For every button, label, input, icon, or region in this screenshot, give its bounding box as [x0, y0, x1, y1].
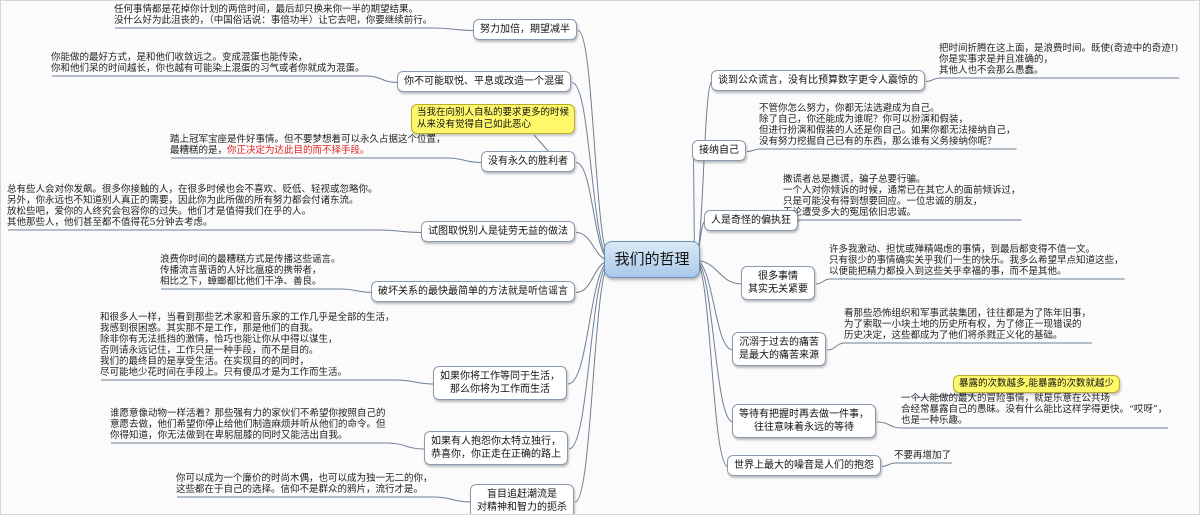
- topic-please-others[interactable]: 试图取悦别人是徒劳无益的做法: [421, 221, 575, 242]
- note-jerk: 你能做的最好方式，是和他们收敛远之。变成混蛋也能传染， 你和他们呆的时间越长，你…: [51, 52, 365, 74]
- exposure-callout[interactable]: 暴露的次数越多,能暴露的次数就越少: [953, 375, 1121, 393]
- note-no-winner-prefix: 最糟糕的是，: [170, 145, 228, 156]
- topic-trends[interactable]: 盲目追赶潮流是 对精神和智力的扼杀: [470, 484, 574, 514]
- note-link-note-waiting: [876, 421, 1169, 429]
- note-link-note-budget: [925, 77, 1180, 82]
- topic-complaints[interactable]: 世界上最大的噪音是人们的抱怨: [727, 455, 881, 476]
- note-trends: 你可以成为一个廉价的时尚木偶，也可以成为独一无二的你， 这些都在于自己的选择。信…: [176, 473, 433, 495]
- connector-topic-unimportant: [694, 260, 743, 285]
- connector-topic-trends: [574, 260, 612, 503]
- note-link-note-paranoid: [783, 219, 1022, 222]
- connector-topic-effort: [577, 30, 612, 261]
- connector-topic-complaints: [694, 260, 729, 467]
- note-link-note-accept-self: [746, 148, 1017, 152]
- note-link-note-please-others: [8, 229, 423, 233]
- note-link-note-maverick: [111, 442, 426, 450]
- topic-paranoid[interactable]: 人是奇怪的偏执狂: [704, 210, 798, 231]
- topic-no-winner[interactable]: 没有永久的胜利者: [481, 151, 575, 172]
- topic-maverick[interactable]: 如果有人抱怨你太特立独行， 恭喜你，你正走在正确的路上: [424, 431, 568, 465]
- topic-rumors[interactable]: 破坏关系的最快最简单的方法就是听信谣言: [371, 281, 575, 302]
- topic-waiting[interactable]: 等待有把握时再去做一件事， 往往意味着永远的等待: [732, 404, 876, 438]
- connector-topic-waiting: [694, 260, 734, 423]
- note-accept-self: 不管你怎么努力，你都无法选避成为自己。 除了自己，你还能成为谁呢？你可以扮演和假…: [759, 103, 1016, 147]
- note-unimportant: 许多我激动、担忧或殚精竭虑的事情，到最后都变得不值一文。 只有很少的事情确实关乎…: [829, 244, 1124, 277]
- note-paranoid: 撒谎者总是撒谎，骗子总要行骗。 一个人对你倾诉的时候，通常已在其它人的面前倾诉过…: [783, 174, 1021, 218]
- note-link-note-effort: [115, 27, 475, 31]
- connector-topic-work-life: [567, 260, 612, 385]
- note-waiting: 一个人能做的最大的冒险事情，就是乐意在公共场 合经常暴露自己的愚昧。没有什么能比…: [901, 393, 1168, 426]
- note-rumors: 浪费你时间的最糟糕方式是传播这些谣言。 传播流言蜚语的人好比瘟疫的携带者， 相比…: [160, 254, 341, 287]
- central-topic[interactable]: 我们的哲理: [604, 241, 700, 278]
- note-link-note-unimportant: [815, 278, 1125, 285]
- note-link-note-complaints: [881, 462, 953, 467]
- note-no-winner-line1: 踏上冠军宝座是件好事情。但不要梦想着可以永久占据这个位置，: [170, 134, 446, 145]
- note-budget: 把时间折腾在这上面，是浪费时间。既使(奇迹中的奇迹!) 你是实事求是并且准确的，…: [939, 43, 1179, 76]
- note-link-note-no-winner: [171, 157, 483, 163]
- note-link-note-rumors: [161, 288, 373, 293]
- topic-past-pain[interactable]: 沉溺于过去的痛苦 是最大的痛苦来源: [732, 332, 826, 366]
- note-no-winner: 踏上冠军宝座是件好事情。但不要梦想着可以永久占据这个位置， 最糟糕的是，你正决定…: [170, 134, 446, 156]
- note-past-pain: 看那些恐怖组织和军事武装集团，往往都是为了陈年旧事， 为了索取一小块土地的历史所…: [844, 308, 1092, 341]
- topic-accept-self[interactable]: 接纳自己: [692, 140, 746, 161]
- topic-unimportant[interactable]: 很多事情 其实无关紧要: [741, 266, 815, 300]
- note-link-note-trends: [177, 496, 472, 503]
- topic-work-life[interactable]: 如果你将工作等同于生活， 那么你将为工作而生活: [433, 366, 567, 400]
- note-link-note-work-life: [101, 379, 435, 385]
- note-work-life: 和很多人一样，当看到那些艺术家和音乐家的工作几乎是全部的生活， 我感到很困惑。其…: [100, 312, 395, 378]
- topic-jerk[interactable]: 你不可能取悦、平息或改造一个混蛋: [397, 71, 571, 92]
- note-no-winner-highlight: 你正决定为达此目的而不择手段。: [227, 145, 370, 156]
- note-maverick: 谁愿意像动物一样活着？那些强有力的家伙们不希望你按照自己的 意愿去做，他们希望你…: [110, 408, 386, 441]
- selfish-callout[interactable]: 当我在向别人自私的要求更多的时候 从来没有觉得自己如此恶心: [411, 104, 576, 134]
- callout-pointer-exposure: [911, 393, 975, 399]
- connector-topic-budget: [694, 81, 713, 261]
- note-please-others: 总有些人会对你发飙。很多你接触的人，在很多时候也会不喜欢、贬低、轻视或忽略你。 …: [7, 184, 378, 228]
- connector-topic-past-pain: [694, 260, 734, 351]
- callout-pointer-selfish: [533, 134, 550, 153]
- topic-budget[interactable]: 谈到公众谎言，没有比预算数字更令人震惊的: [711, 70, 925, 91]
- note-complaints: 不要再增加了: [894, 450, 952, 461]
- note-effort: 任何事情都是花掉你计划的两倍时间，最后却只换来你一半的期望结果。 没什么好为此沮…: [114, 4, 433, 26]
- topic-effort[interactable]: 努力加倍，期望减半: [473, 19, 577, 40]
- note-link-note-jerk: [52, 75, 399, 83]
- note-link-note-past-pain: [826, 342, 1093, 351]
